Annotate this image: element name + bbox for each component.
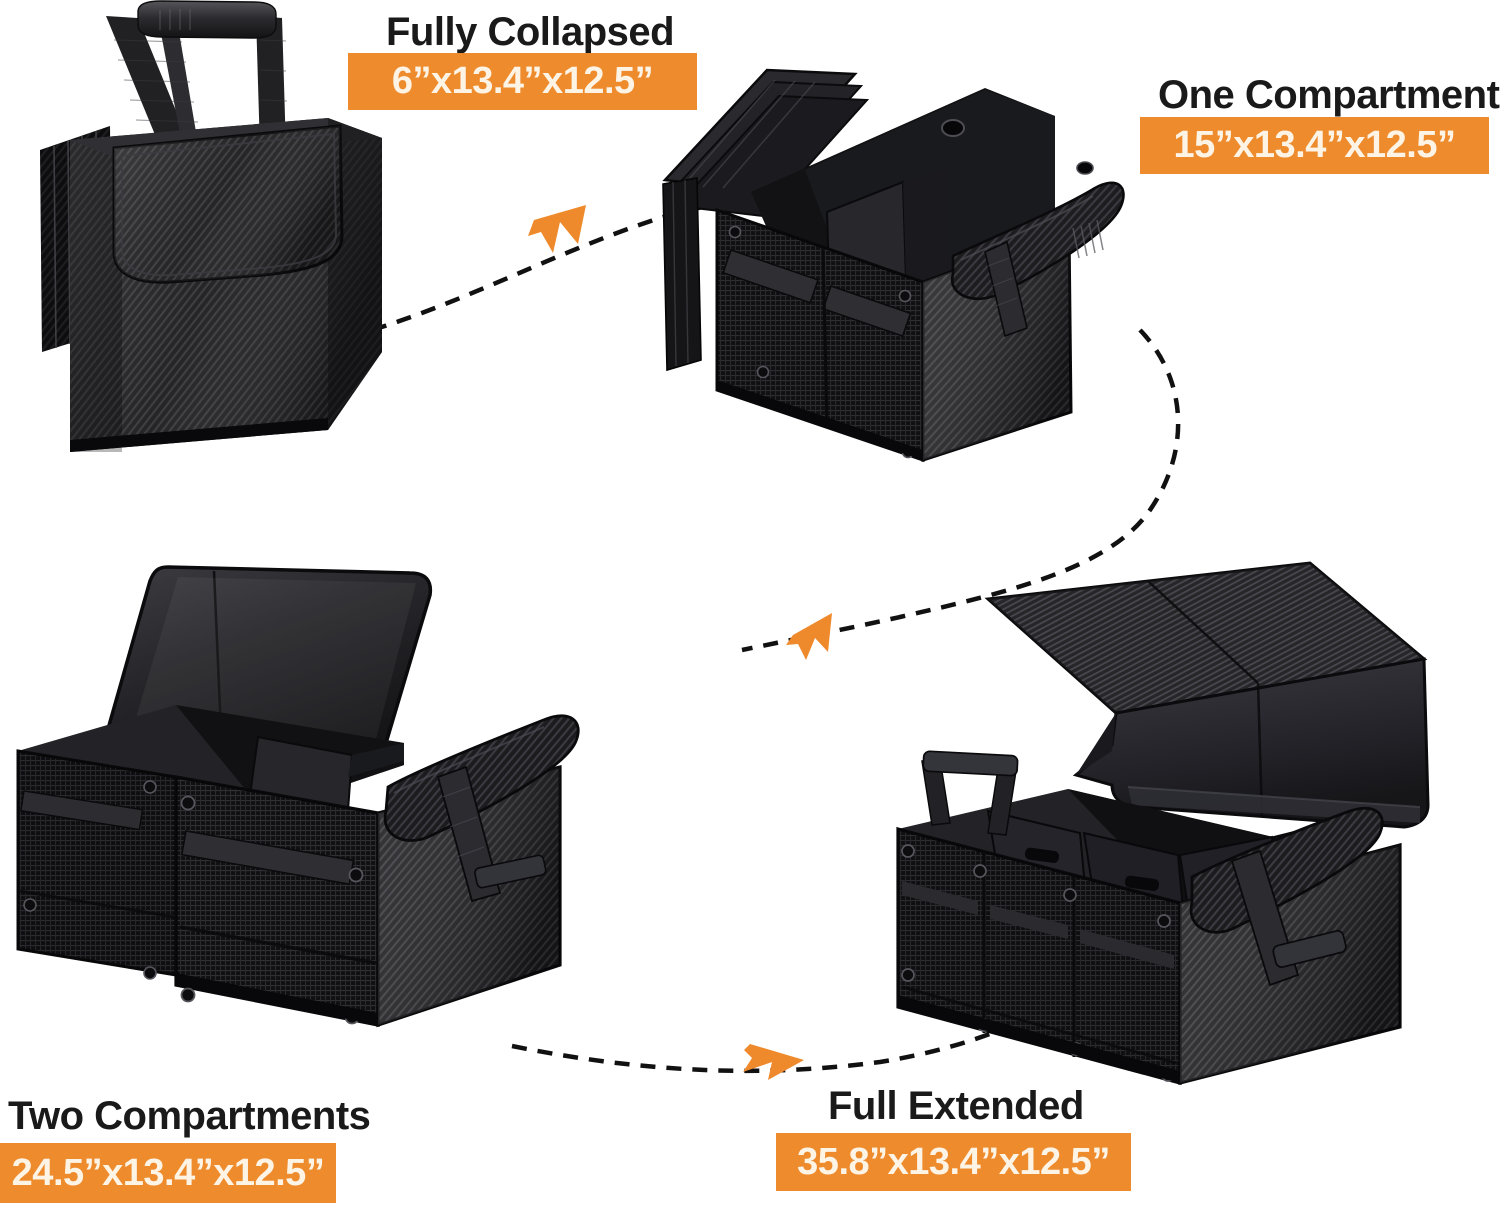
flap-strap	[984, 240, 1028, 338]
product-image-full-extended	[896, 561, 1430, 1086]
flow-path-two-to-full	[511, 1027, 1001, 1074]
stage-dimensions-full-extended: 35.8”x13.4”x12.5”	[776, 1133, 1131, 1191]
front-segment	[174, 775, 380, 1027]
divider-handle-cutout	[1124, 875, 1160, 891]
stage-title-two-compartments: Two Compartments	[8, 1094, 371, 1138]
folded-lid-stack	[662, 68, 870, 372]
rivet	[1063, 888, 1077, 902]
stage-dimensions-fully-collapsed: 6”x13.4”x12.5”	[348, 53, 697, 110]
rivet	[23, 898, 37, 912]
rivet	[1157, 914, 1171, 928]
flow-arrow-3	[743, 1044, 804, 1080]
velcro-strap-left	[722, 249, 819, 304]
handle-grip	[922, 750, 1019, 777]
flow-arrow-1	[528, 205, 586, 253]
rolled-flap-handle	[383, 714, 580, 903]
rolled-flap-handle	[1189, 806, 1384, 987]
rivet	[143, 966, 157, 980]
rolled-flap	[950, 181, 1125, 338]
product-image-one-compartment	[662, 68, 1125, 463]
rivet	[901, 968, 915, 982]
flow-path-one-to-two	[741, 328, 1181, 653]
rivet	[180, 795, 196, 811]
handle-grip	[1272, 930, 1347, 968]
flow-step-2	[741, 328, 1181, 653]
front-flap	[112, 124, 344, 284]
bag-base-edge	[70, 418, 328, 452]
rivet	[901, 844, 915, 858]
detached-folding-lid	[984, 561, 1430, 829]
flow-arrow-2	[786, 613, 832, 660]
grommet-hole-2	[1076, 161, 1094, 175]
velcro-strap	[20, 790, 144, 831]
product-image-fully-collapsed	[40, 0, 382, 452]
padded-grip	[137, 0, 277, 39]
rivet	[898, 289, 912, 303]
rear-segment	[16, 749, 178, 980]
rivet	[756, 365, 770, 379]
stage-title-full-extended: Full Extended	[828, 1084, 1084, 1128]
stage-dimensions-one-compartment: 15”x13.4”x12.5”	[1140, 117, 1489, 174]
handle-grip	[474, 854, 547, 889]
left-handle	[921, 750, 1019, 836]
stage-title-fully-collapsed: Fully Collapsed	[386, 10, 675, 54]
stage-dimensions-two-compartments: 24.5”x13.4”x12.5”	[0, 1143, 336, 1203]
divider-handle-cutout	[1024, 847, 1060, 863]
rivet	[728, 225, 742, 239]
rivet	[348, 867, 364, 883]
grommet-hole	[941, 119, 965, 137]
rivet	[180, 987, 196, 1003]
rivet	[973, 864, 987, 878]
velcro-strap-right	[822, 285, 912, 337]
stage-title-one-compartment: One Compartment	[1158, 73, 1500, 117]
flow-step-3	[511, 1027, 1001, 1074]
rivet	[143, 780, 157, 794]
product-image-two-compartments	[16, 565, 580, 1028]
